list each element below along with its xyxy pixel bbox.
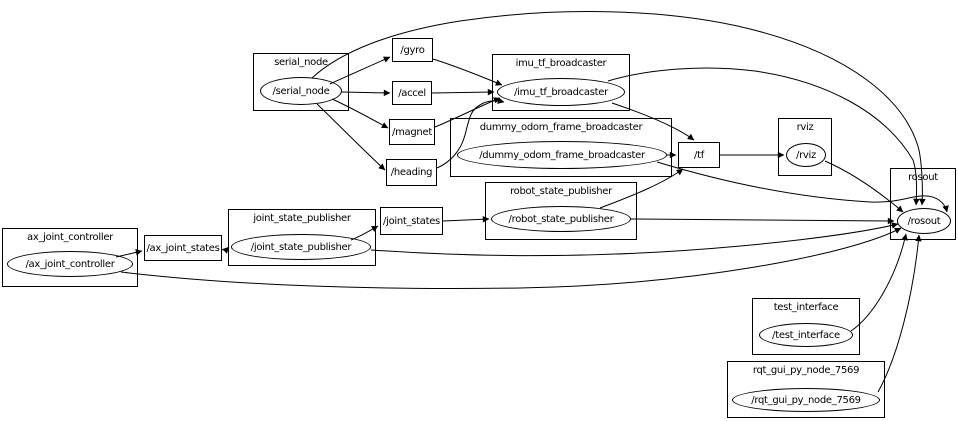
node-serial_node: serial_node xyxy=(253,53,349,111)
edge-joint_state_publisher-to-rosout xyxy=(370,222,899,257)
node-robot_state_publisher-label: robot_state_publisher xyxy=(510,186,612,197)
node-dummy_odom_frame_broadcaster-ellipse: /dummy_odom_frame_broadcaster xyxy=(457,141,667,169)
topic-ax_joint_states-label: /ax_joint_states xyxy=(146,242,220,254)
topic-tf: /tf xyxy=(678,142,720,168)
edge-rviz-to-rosout xyxy=(824,160,904,213)
node-joint_state_publisher-label: joint_state_publisher xyxy=(253,213,351,224)
edge-robot_state_publisher-to-rosout xyxy=(630,217,895,225)
node-robot_state_publisher-ellipse: /robot_state_publisher xyxy=(491,206,631,232)
node-robot_state_publisher: robot_state_publisher xyxy=(485,182,637,240)
edge-dummy_odom_frame_broadcaster-to-rosout xyxy=(656,161,949,213)
edge-imu_tf_broadcaster-to-rosout xyxy=(607,67,920,206)
edge-serial_node-to-accel xyxy=(341,89,391,97)
node-rviz-label: rviz xyxy=(796,122,814,133)
topic-ax_joint_states: /ax_joint_states xyxy=(144,235,222,261)
node-dummy_odom_frame_broadcaster: dummy_odom_frame_broadcaster xyxy=(450,118,672,177)
edge-robot_state_publisher-to-tf xyxy=(599,168,684,209)
node-test_interface: test_interface xyxy=(752,298,860,355)
node-joint_state_publisher-ellipse-label: /joint_state_publisher xyxy=(250,241,352,253)
node-rviz-ellipse-label: /rviz xyxy=(796,149,816,161)
node-joint_state_publisher-ellipse: /joint_state_publisher xyxy=(231,234,371,260)
edge-test_interface-to-rosout xyxy=(850,233,908,332)
topic-joint_states-label: /joint_states xyxy=(383,215,440,227)
topic-tf-label: /tf xyxy=(694,149,704,161)
node-rosout: rosout xyxy=(890,168,956,240)
edge-gyro-to-imu_tf_broadcaster xyxy=(432,58,503,86)
topic-heading: /heading xyxy=(386,159,437,186)
topic-gyro-label: /gyro xyxy=(400,44,425,56)
topic-accel-label: /accel xyxy=(398,87,426,99)
node-imu_tf_broadcaster-label: imu_tf_broadcaster xyxy=(515,58,607,69)
edge-accel-to-imu_tf_broadcaster xyxy=(431,88,495,96)
node-rqt_gui_py_node_7569: rqt_gui_py_node_7569 xyxy=(727,361,885,418)
node-dummy_odom_frame_broadcaster-ellipse-label: /dummy_odom_frame_broadcaster xyxy=(479,149,645,161)
node-ax_joint_controller-label: ax_joint_controller xyxy=(27,232,113,243)
node-rosout-ellipse: /rosout xyxy=(897,208,951,234)
node-ax_joint_controller-ellipse-label: /ax_joint_controller xyxy=(25,258,115,270)
edge-ax_joint_controller-to-rosout xyxy=(120,227,902,289)
edge-serial_node-to-heading xyxy=(316,103,386,171)
node-joint_state_publisher: joint_state_publisher xyxy=(228,209,376,266)
edge-imu_tf_broadcaster-to-tf xyxy=(611,102,695,141)
edge-serial_node-to-rosout xyxy=(311,11,926,206)
topic-accel: /accel xyxy=(392,81,432,105)
topic-heading-label: /heading xyxy=(390,167,433,178)
node-imu_tf_broadcaster-ellipse: /imu_tf_broadcaster xyxy=(497,78,625,106)
node-rosout-ellipse-label: /rosout xyxy=(907,215,941,227)
node-ax_joint_controller-ellipse: /ax_joint_controller xyxy=(7,251,133,277)
node-serial_node-label: serial_node xyxy=(274,57,328,68)
edge-serial_node-to-magnet xyxy=(331,98,389,129)
node-test_interface-ellipse: /test_interface xyxy=(759,323,853,347)
node-rviz-ellipse: /rviz xyxy=(786,143,826,167)
node-serial_node-ellipse-label: /serial_node xyxy=(272,85,330,97)
node-rviz: rviz xyxy=(778,118,832,176)
node-robot_state_publisher-ellipse-label: /robot_state_publisher xyxy=(508,213,614,225)
topic-joint_states: /joint_states xyxy=(380,207,443,235)
node-test_interface-label: test_interface xyxy=(773,302,839,313)
node-imu_tf_broadcaster-ellipse-label: /imu_tf_broadcaster xyxy=(514,86,608,98)
topic-magnet-label: /magnet xyxy=(392,126,432,138)
topic-magnet: /magnet xyxy=(389,119,435,145)
edge-joint_states-to-robot_state_publisher xyxy=(442,216,490,223)
node-dummy_odom_frame_broadcaster-label: dummy_odom_frame_broadcaster xyxy=(479,122,643,133)
node-ax_joint_controller: ax_joint_controller xyxy=(2,228,138,287)
node-test_interface-ellipse-label: /test_interface xyxy=(772,329,840,341)
topic-gyro: /gyro xyxy=(392,38,433,62)
node-rqt_gui_py_node_7569-label: rqt_gui_py_node_7569 xyxy=(752,365,860,376)
node-rqt_gui_py_node_7569-ellipse-label: /rqt_gui_py_node_7569 xyxy=(751,394,861,406)
node-imu_tf_broadcaster: imu_tf_broadcaster xyxy=(492,54,630,111)
edge-heading-to-imu_tf_broadcaster xyxy=(436,97,505,169)
node-serial_node-ellipse: /serial_node xyxy=(260,77,342,105)
node-rosout-label: rosout xyxy=(908,172,938,183)
node-rqt_gui_py_node_7569-ellipse: /rqt_gui_py_node_7569 xyxy=(732,388,880,412)
